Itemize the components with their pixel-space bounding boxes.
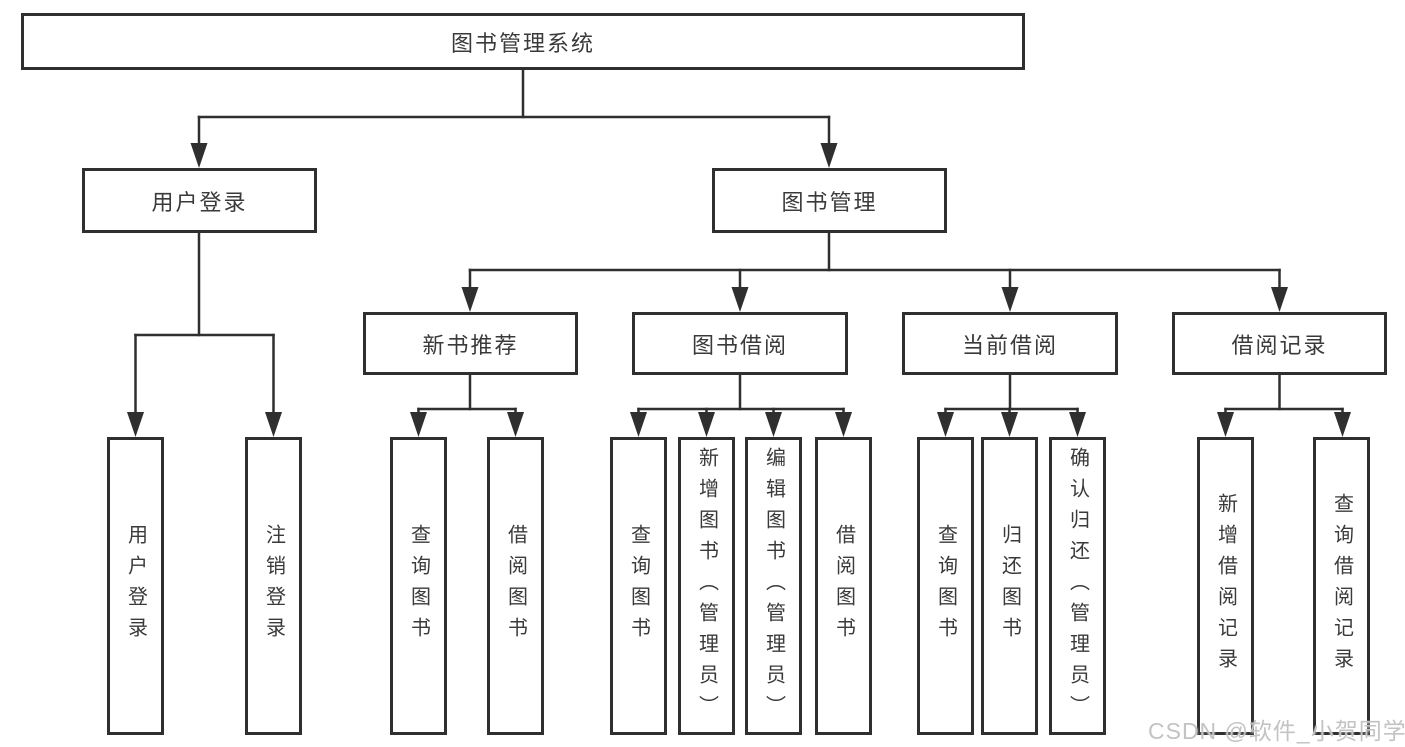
leaf-query-books-recommend: 查询图书 [390, 437, 447, 735]
leaf-query-borrow-record-label: 查询借阅记录 [1330, 493, 1353, 679]
node-new-book-recommendation: 新书推荐 [363, 312, 578, 375]
node-borrowing-records: 借阅记录 [1172, 312, 1387, 375]
leaf-add-borrow-record-label: 新增借阅记录 [1214, 493, 1237, 679]
node-book-management: 图书管理 [712, 168, 947, 233]
csdn-watermark: CSDN @软件_小贺同学 [1148, 718, 1405, 744]
leaf-borrow-books-label: 借阅图书 [832, 524, 855, 648]
leaf-query-borrow-record: 查询借阅记录 [1313, 437, 1370, 735]
leaf-user-login: 用户登录 [107, 437, 164, 735]
leaf-edit-book-admin: 编辑图书（管理员） [745, 437, 802, 735]
leaf-edit-book-admin-label: 编辑图书（管理员） [762, 446, 785, 726]
leaf-confirm-return-admin: 确认归还（管理员） [1049, 437, 1106, 735]
leaf-return-book: 归还图书 [981, 437, 1038, 735]
leaf-query-books-current: 查询图书 [917, 437, 974, 735]
leaf-user-login-label: 用户登录 [124, 524, 147, 648]
node-user-login: 用户登录 [82, 168, 317, 233]
leaf-return-book-label: 归还图书 [998, 524, 1021, 648]
node-book-borrowing: 图书借阅 [632, 312, 848, 375]
leaf-query-books-recommend-label: 查询图书 [407, 524, 430, 648]
leaf-query-books-current-label: 查询图书 [934, 524, 957, 648]
leaf-borrow-books-recommend: 借阅图书 [487, 437, 544, 735]
leaf-logout-label: 注销登录 [262, 524, 285, 648]
leaf-query-books-borrow-label: 查询图书 [627, 524, 650, 648]
leaf-confirm-return-admin-label: 确认归还（管理员） [1066, 446, 1089, 726]
leaf-add-book-admin: 新增图书（管理员） [678, 437, 735, 735]
leaf-logout: 注销登录 [245, 437, 302, 735]
node-library-system: 图书管理系统 [21, 13, 1025, 70]
leaf-query-books-borrow: 查询图书 [610, 437, 667, 735]
leaf-borrow-books-recommend-label: 借阅图书 [504, 524, 527, 648]
leaf-add-borrow-record: 新增借阅记录 [1197, 437, 1254, 735]
node-current-borrowing: 当前借阅 [902, 312, 1118, 375]
leaf-borrow-books: 借阅图书 [815, 437, 872, 735]
leaf-add-book-admin-label: 新增图书（管理员） [695, 446, 718, 726]
